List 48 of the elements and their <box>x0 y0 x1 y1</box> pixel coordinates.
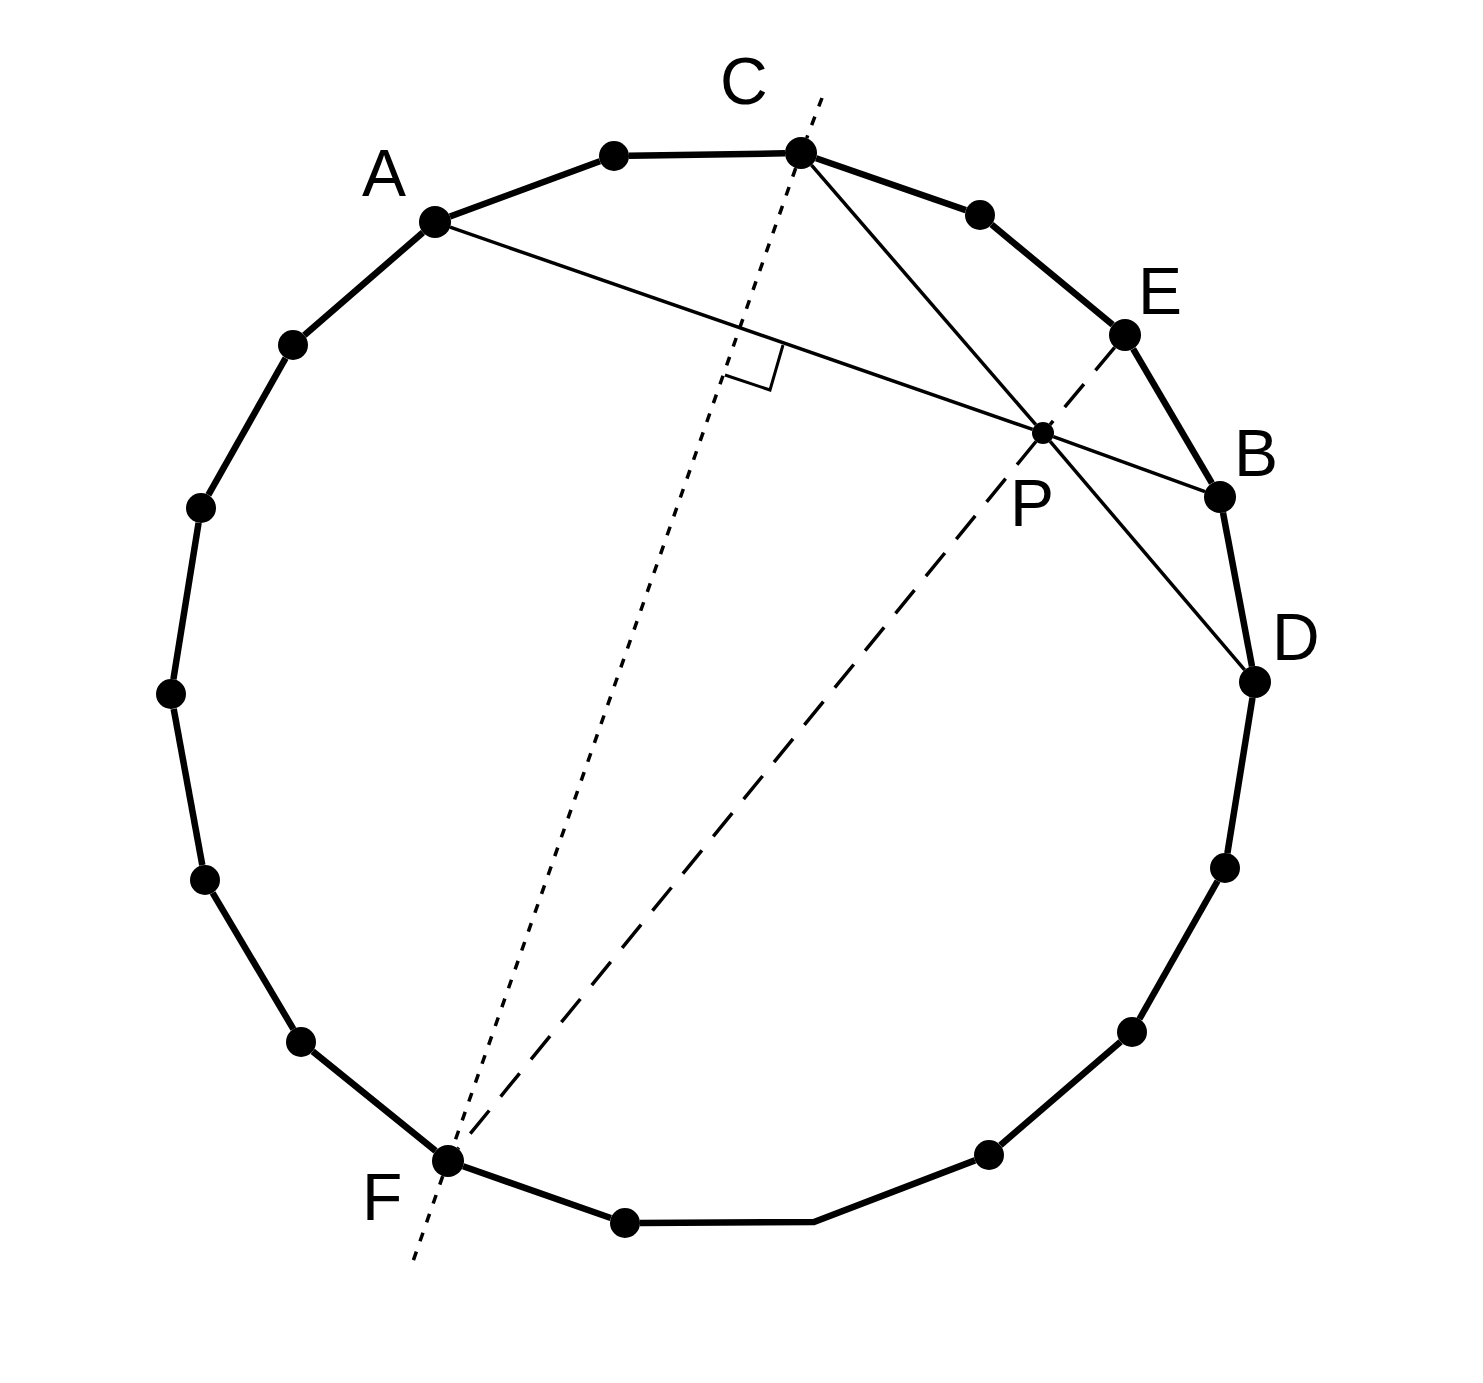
polygon-side <box>1224 697 1256 854</box>
chord-line <box>810 163 1038 426</box>
point-label: A <box>362 140 407 206</box>
chord-line <box>1052 435 1206 494</box>
polygon-side <box>170 708 206 866</box>
chord-line <box>1048 440 1246 671</box>
vertex-dot <box>1239 666 1271 698</box>
polygon-side <box>302 230 426 338</box>
polygon-side <box>209 891 297 1031</box>
vertex-dot <box>419 206 451 238</box>
dashed-line <box>1048 346 1117 426</box>
vertex-dot <box>1117 1017 1147 1047</box>
vertex-dot <box>1210 853 1240 883</box>
polygon-side <box>170 522 202 680</box>
vertex-dot <box>599 141 629 171</box>
dashed-line <box>456 440 1038 1150</box>
polygon-side <box>1136 879 1221 1021</box>
polygon-side <box>448 158 601 220</box>
polygon-side <box>989 222 1115 328</box>
chord-line <box>449 225 1034 432</box>
point-label: D <box>1272 604 1320 670</box>
polygon-side <box>1130 347 1215 485</box>
polygon-side <box>205 356 289 497</box>
point-label: P <box>1010 470 1055 536</box>
vertex-dot <box>432 1145 464 1177</box>
polygon-side <box>640 1157 977 1227</box>
polygon-side <box>1219 512 1256 667</box>
vertex-dot <box>974 1140 1004 1170</box>
vertex-dot <box>190 865 220 895</box>
polygon-side <box>310 1048 438 1154</box>
point-label: C <box>720 48 768 114</box>
polygon-side <box>998 1039 1123 1148</box>
vertex-dot <box>965 200 995 230</box>
vertex-dot <box>610 1208 640 1238</box>
vertex-dot <box>286 1027 316 1057</box>
point-label: B <box>1234 420 1279 486</box>
vertex-dot <box>156 679 186 709</box>
vertex-dot <box>785 137 817 169</box>
point-label: E <box>1138 258 1183 324</box>
vertex-dot <box>1204 481 1236 513</box>
polygon-side <box>815 155 967 214</box>
vertex-dot <box>1109 319 1141 351</box>
polygon-side <box>462 1163 612 1222</box>
vertex-dot <box>278 330 308 360</box>
vertex-dot <box>186 493 216 523</box>
vertex-dot <box>1032 422 1054 444</box>
polygon-side <box>628 150 786 160</box>
point-label: F <box>362 1164 403 1230</box>
